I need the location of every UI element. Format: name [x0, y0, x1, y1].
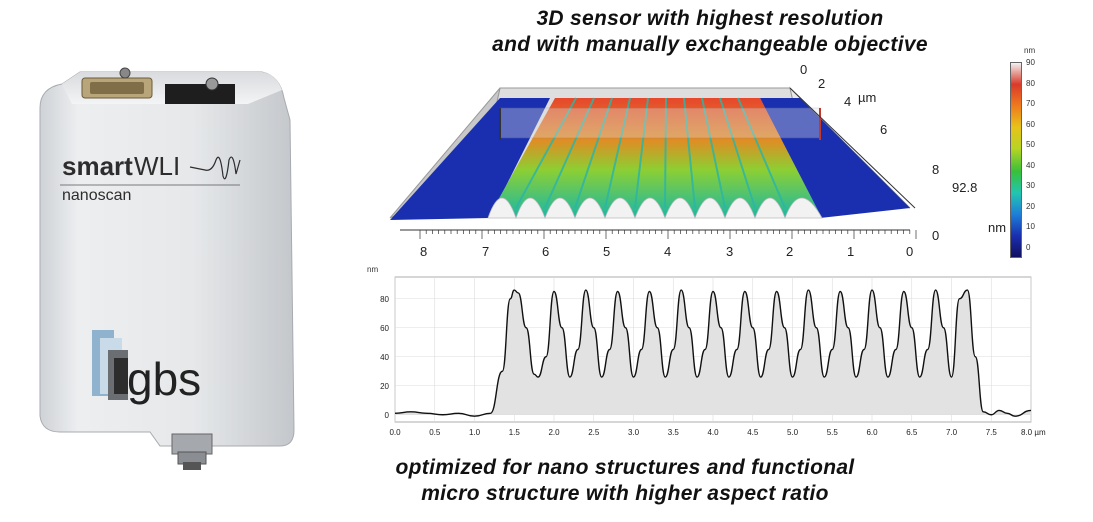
connector-socket	[165, 77, 235, 104]
x-tick-6: 6	[542, 244, 550, 259]
y-tick-2: 2	[818, 76, 826, 91]
x-tick-label: 2.0	[548, 428, 560, 437]
x-tick-label: 7.0	[946, 428, 958, 437]
series-line	[394, 289, 1032, 417]
bottom-caption-line1: optimized for nano structures and functi…	[395, 456, 855, 479]
x-tick-0: 0	[906, 244, 914, 259]
color-scale-bar	[1010, 62, 1022, 258]
sensor-device-image: smart WLI nanoscan gbs	[39, 67, 295, 470]
y-tick-label: 0	[385, 411, 390, 420]
y-axis-unit: nm	[367, 265, 378, 274]
color-scale-tick: 50	[1026, 140, 1035, 149]
brand-nanoscan: nanoscan	[62, 187, 131, 204]
x-tick-8: 8	[420, 244, 428, 259]
x-tick-label: 7.5	[986, 428, 998, 437]
y-tick-label: 60	[380, 324, 389, 333]
gbs-logo: gbs	[92, 330, 201, 405]
x-tick-label: 4.5	[747, 428, 759, 437]
z-tick-0: 0	[932, 228, 940, 243]
connector-plug	[81, 67, 153, 99]
x-tick-label: 8.0 µm	[1021, 428, 1046, 437]
y-tick-8: 8	[932, 162, 940, 177]
x-tick-4: 4	[664, 244, 672, 259]
x-tick-label: 3.5	[668, 428, 680, 437]
x-tick-label: 6.0	[866, 428, 878, 437]
wave-icon	[189, 156, 241, 180]
y-tick-4: 4	[844, 94, 852, 109]
bottom-caption: optimized for nano structures and functi…	[330, 455, 920, 507]
color-scale-tick: 90	[1026, 58, 1035, 67]
color-scale-tick: 70	[1026, 99, 1035, 108]
color-scale-tick: 20	[1026, 201, 1035, 211]
x-tick-label: 5.5	[827, 428, 839, 437]
x-tick-7: 7	[482, 244, 490, 259]
color-scale-tick: 40	[1026, 160, 1035, 170]
top-caption: 3D sensor with highest resolution and wi…	[430, 6, 990, 58]
y-tick-label: 20	[380, 382, 389, 391]
logo-text: gbs	[127, 353, 201, 405]
x-tick-5: 5	[603, 244, 611, 259]
brand-wli: WLI	[134, 151, 180, 181]
x-tick-label: 0.0	[389, 428, 401, 437]
color-scale-tick: 0	[1026, 242, 1031, 252]
y-unit: µm	[858, 90, 877, 105]
z-unit: nm	[988, 220, 1007, 235]
color-scale-tick: 10	[1026, 222, 1035, 231]
x-tick-label: 1.5	[509, 428, 521, 437]
x-tick-2: 2	[786, 244, 794, 259]
series-area	[395, 290, 1031, 417]
x-tick-label: 1.0	[469, 428, 481, 437]
objective-lens	[171, 433, 213, 470]
x-tick-1: 1	[847, 244, 855, 259]
y-tick-0: 0	[800, 62, 808, 77]
bottom-caption-line2: micro structure with higher aspect ratio	[421, 482, 829, 505]
profile-chart: 0.0 0.5 1.0 1.5 2.0 2.5 3.0 3.5 4.0 4.5 5.0 5.5 6.0 6…	[367, 265, 1046, 437]
x-tick-label: 2.5	[588, 428, 600, 437]
surface-ridges	[487, 97, 823, 220]
color-scale-unit: nm	[1024, 46, 1036, 55]
z-tick-max: 92.8	[952, 180, 978, 195]
brand-smart: smart	[62, 151, 133, 181]
y-tick-6: 6	[880, 122, 888, 137]
brand-label: smart WLI nanoscan	[60, 151, 241, 204]
x-tick-label: 3.0	[628, 428, 640, 437]
y-tick-label: 40	[380, 353, 389, 362]
y-tick-label: 80	[380, 295, 389, 304]
color-scale-tick: 30	[1026, 181, 1035, 190]
top-caption-line2: and with manually exchangeable objective	[492, 33, 928, 56]
x-tick-3: 3	[726, 244, 734, 259]
color-scale-tick: 60	[1026, 119, 1035, 129]
x-tick-label: 5.0	[787, 428, 799, 437]
surface-3d-plot	[389, 86, 917, 239]
x-tick-label: 4.0	[707, 428, 719, 437]
top-caption-line1: 3D sensor with highest resolution	[536, 7, 884, 30]
x-tick-label: 6.5	[906, 428, 918, 437]
x-tick-label: 0.5	[429, 428, 441, 437]
color-scale-tick: 80	[1026, 78, 1035, 88]
